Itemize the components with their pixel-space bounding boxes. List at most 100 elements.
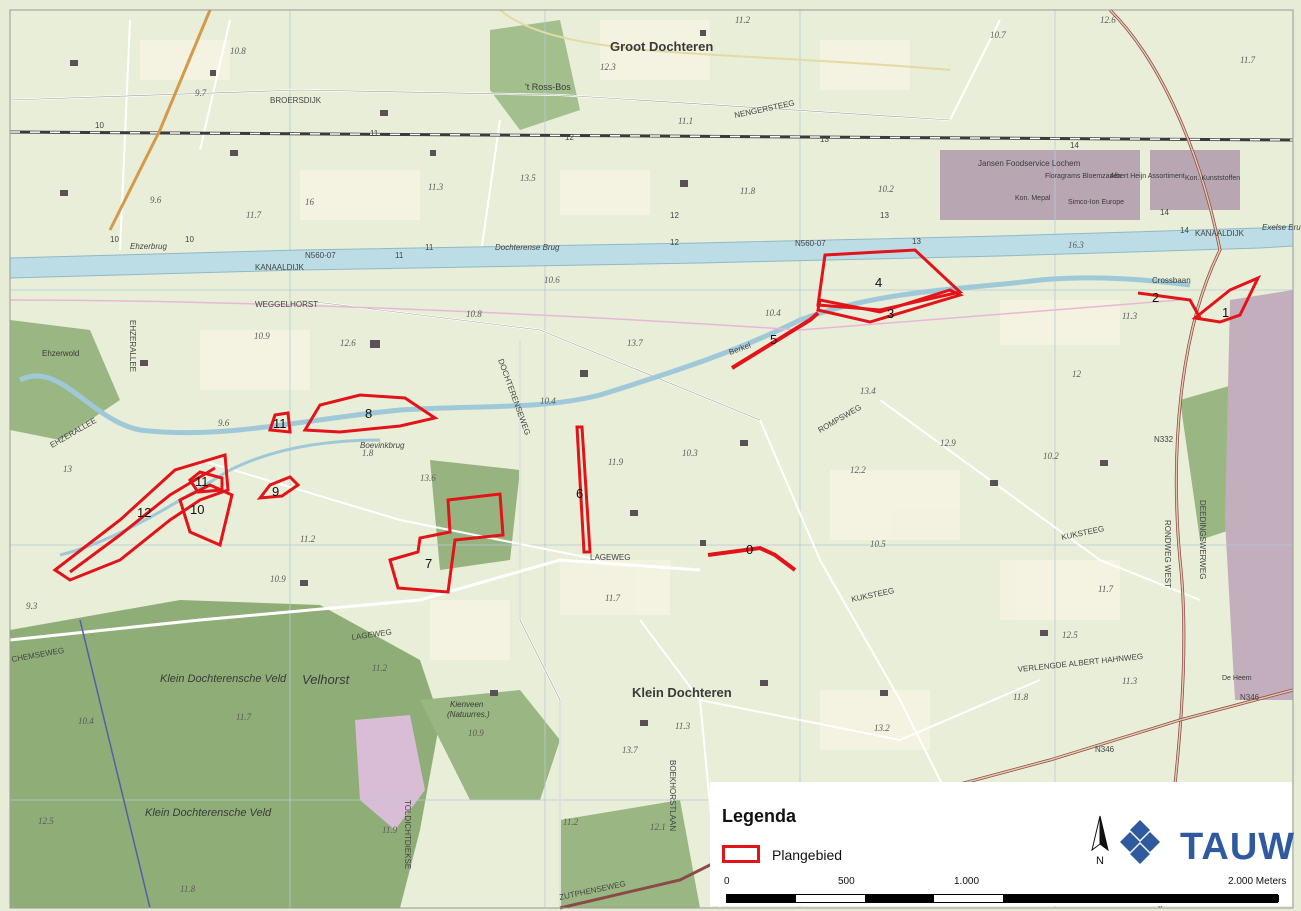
place-kienveen: Kienveen bbox=[450, 700, 484, 709]
road-kanaaldijk-west: KANAALDIJK bbox=[255, 263, 305, 272]
place-floragrams: Floragrams Bloemzaden bbox=[1045, 173, 1121, 180]
elevation-label: 16 bbox=[305, 197, 315, 207]
elevation-label: 13.4 bbox=[860, 386, 876, 396]
place-ehzerwold: Ehzerwold bbox=[42, 349, 79, 358]
place-groot-dochteren: Groot Dochteren bbox=[610, 39, 713, 54]
grid-label: 11 bbox=[370, 129, 379, 138]
forest-north bbox=[490, 20, 580, 130]
elevation-label: 9.3 bbox=[26, 601, 38, 611]
elevation-label: 11.1 bbox=[678, 116, 693, 126]
road-toldichtdiekse: TOLDICHTDIEKSE bbox=[403, 800, 412, 869]
place-kon-mepal: Kon. Mepal bbox=[1015, 195, 1051, 202]
place-natuurres: (Natuurres.) bbox=[447, 710, 490, 719]
place-ross-bos: 't Ross-Bos bbox=[525, 82, 571, 92]
plan-area-2 bbox=[1137, 291, 1202, 319]
elevation-label: 10.2 bbox=[1043, 451, 1059, 461]
place-klein-dochterensche-veld-1: Klein Dochterensche Veld bbox=[160, 673, 287, 685]
elevation-label: 9.6 bbox=[150, 195, 162, 205]
grid-label: 13 bbox=[880, 211, 889, 220]
elevation-label: 13.6 bbox=[420, 473, 436, 483]
grid-label: 10 bbox=[95, 121, 104, 130]
plan-label-10: 10 bbox=[190, 502, 204, 517]
elevation-labels: 11.2 12.6 10.7 11.7 10.8 9.7 12.3 11.1 1… bbox=[26, 15, 1256, 894]
elevation-label: 10.8 bbox=[466, 309, 482, 319]
forest-bottom-mid bbox=[560, 800, 700, 908]
elevation-label: 11.7 bbox=[1240, 55, 1256, 65]
plan-area-10 bbox=[178, 483, 234, 548]
scale-tick-1000: 1.000 bbox=[954, 876, 980, 887]
elevation-label: 12.1 bbox=[650, 822, 666, 832]
elevation-label: 12.5 bbox=[38, 816, 54, 826]
place-jansen-foodservice: Jansen Foodservice Lochem bbox=[978, 159, 1081, 168]
scale-tick-500: 500 bbox=[838, 876, 855, 887]
place-names: Groot Dochteren Klein Dochteren Klein Do… bbox=[42, 39, 1252, 819]
road-broersdijk: BROERSDIJK bbox=[270, 96, 322, 105]
minor-roads-outline bbox=[9, 89, 951, 908]
elevation-label: 1.8 bbox=[362, 448, 374, 458]
grid-label: 12 bbox=[670, 238, 679, 247]
plan-areas bbox=[52, 248, 1262, 594]
scale-tick-0: 0 bbox=[724, 876, 730, 887]
grid-label: 14 bbox=[1070, 141, 1079, 150]
road-n560-west: N560-07 bbox=[305, 251, 336, 260]
plan-label-0: 0 bbox=[746, 542, 753, 557]
north-arrow-icon: N bbox=[1091, 815, 1109, 867]
plan-area-0 bbox=[707, 545, 797, 572]
elevation-label: 11.2 bbox=[372, 663, 388, 673]
elevation-label: 11.8 bbox=[180, 884, 196, 894]
place-de-heem: De Heem bbox=[1222, 675, 1252, 682]
elevation-label: 10.9 bbox=[270, 574, 286, 584]
plan-label-4: 4 bbox=[875, 275, 882, 290]
road-ehzerallee-2: EHZERALLEE bbox=[128, 320, 137, 372]
elevation-label: 11.3 bbox=[1122, 676, 1138, 686]
place-kon-kunststoffen: Kon. Kunststoffen bbox=[1185, 175, 1240, 182]
legend-title: Legenda bbox=[722, 806, 797, 826]
elevation-label: 12 bbox=[1072, 369, 1082, 379]
brand-name: TAUW bbox=[1180, 826, 1296, 868]
railway bbox=[9, 130, 1294, 142]
elevation-label: 10.7 bbox=[990, 30, 1006, 40]
plan-label-11b: 11 bbox=[195, 474, 209, 489]
road-n346-2: N346 bbox=[1240, 693, 1260, 702]
elevation-label: 13.2 bbox=[874, 723, 890, 733]
plan-area-5 bbox=[730, 311, 820, 370]
plan-area-11-south bbox=[187, 470, 224, 494]
map-border bbox=[9, 9, 1294, 909]
heath bbox=[355, 715, 425, 830]
elevation-label: 11.3 bbox=[1122, 311, 1138, 321]
road-lageweg-2: LAGEWEG bbox=[590, 553, 630, 562]
elevation-label: 12.6 bbox=[340, 338, 356, 348]
plan-label-7: 7 bbox=[425, 556, 432, 571]
grid-label: 13 bbox=[820, 135, 829, 144]
place-klein-dochteren: Klein Dochteren bbox=[632, 685, 732, 700]
elevation-label: 10.9 bbox=[254, 331, 270, 341]
plan-area-9 bbox=[256, 475, 301, 500]
scale-bar bbox=[726, 894, 1279, 903]
grid-label: 12 bbox=[565, 133, 574, 142]
elevation-label: 11.3 bbox=[675, 721, 691, 731]
grid-label: 13 bbox=[912, 237, 921, 246]
grid-label: 14 bbox=[1180, 226, 1189, 235]
elevation-label: 12.5 bbox=[1062, 630, 1078, 640]
plan-area-8 bbox=[302, 393, 439, 434]
road-deedingswerweg: DEEDINGSWERWEG bbox=[1198, 500, 1207, 579]
forest-west bbox=[10, 320, 120, 440]
elevation-label: 10.3 bbox=[682, 448, 698, 458]
field-patches bbox=[140, 20, 1120, 750]
bridge-exelse-brug: Exelse Brug bbox=[1262, 223, 1301, 232]
tauw-logo-icon bbox=[1120, 820, 1160, 864]
elevation-label: 11.7 bbox=[605, 593, 621, 603]
plangebied-swatch bbox=[722, 845, 760, 863]
elevation-label: 11.9 bbox=[608, 457, 624, 467]
buildings bbox=[60, 30, 1108, 726]
elevation-label: 11.2 bbox=[563, 817, 579, 827]
plan-area-7 bbox=[388, 492, 505, 594]
elevation-label: 11.8 bbox=[1013, 692, 1029, 702]
bridge-boevinkbrug: Boevinkbrug bbox=[360, 441, 405, 450]
plan-area-12-inner bbox=[69, 466, 216, 574]
place-velhorst: Velhorst bbox=[302, 672, 351, 687]
elevation-label: 9.7 bbox=[195, 88, 207, 98]
plan-area-11-north bbox=[267, 411, 292, 434]
elevation-label: 13.7 bbox=[627, 338, 643, 348]
